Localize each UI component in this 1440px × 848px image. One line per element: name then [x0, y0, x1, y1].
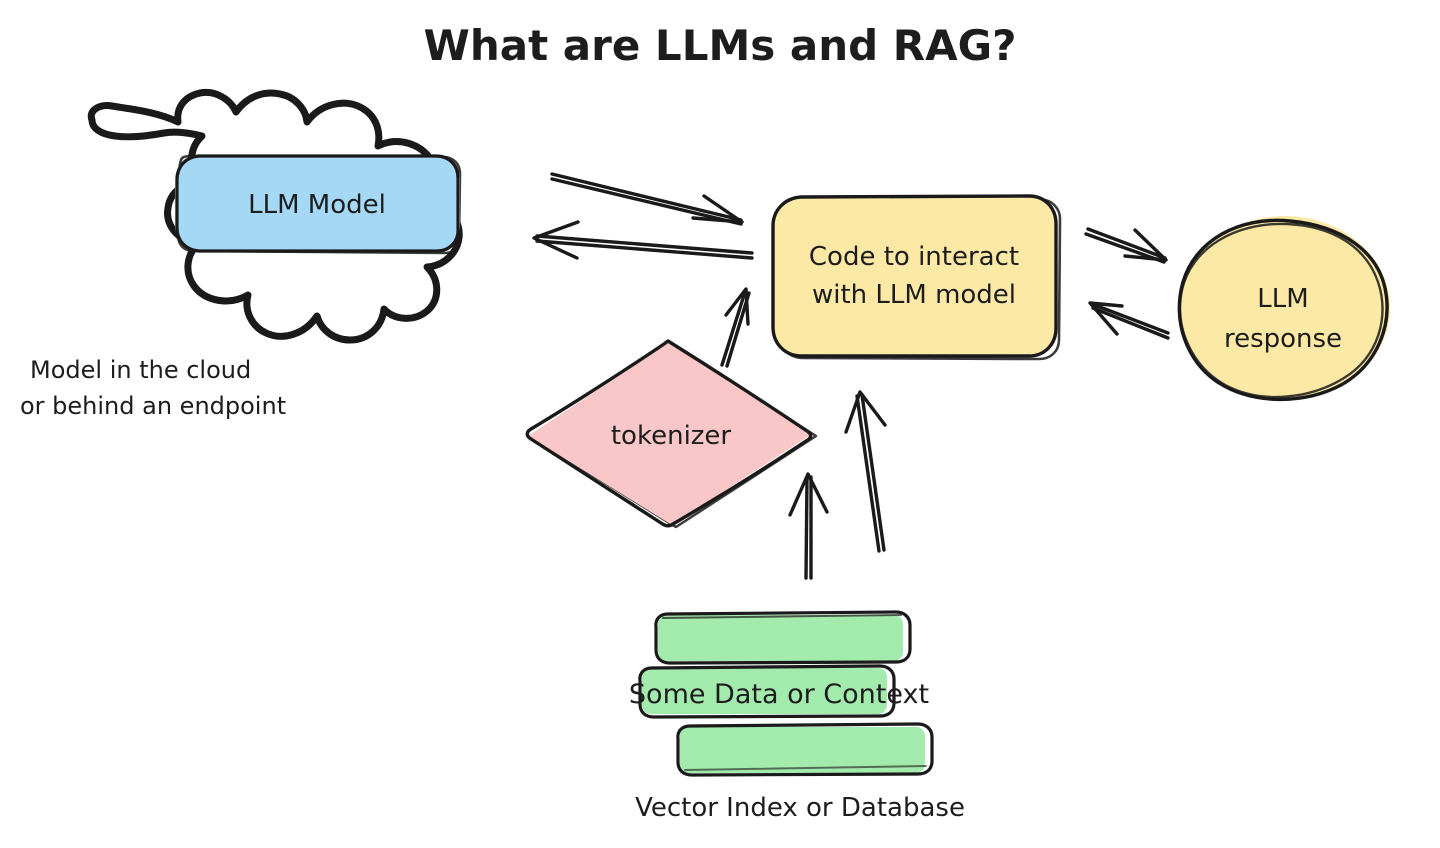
arrow-tokenizer-to-code — [720, 287, 751, 368]
code-interact-fill — [772, 196, 1057, 356]
llm-model-node[interactable]: LLM Model — [175, 154, 462, 255]
data-store-overlay-label: Some Data or Context — [629, 679, 929, 710]
llm-response-label-line1: LLM — [1257, 284, 1308, 314]
arrow-data-to-code — [844, 390, 887, 553]
llm-response-node[interactable]: LLM response — [1177, 216, 1390, 402]
data-store-node[interactable]: Some Data or Context — [629, 610, 934, 777]
arrow-data-to-tokenizer — [788, 472, 829, 580]
cloud-caption-line1: Model in the cloud — [30, 356, 251, 384]
arrow-response-to-code — [1088, 301, 1170, 340]
cloud-caption-line2: or behind an endpoint — [20, 392, 286, 420]
data-store-caption: Vector Index or Database — [635, 793, 965, 823]
arrow-code-to-cloud — [532, 220, 754, 260]
tokenizer-node[interactable]: tokenizer — [525, 339, 818, 529]
tokenizer-label: tokenizer — [611, 421, 732, 451]
llm-response-label-line2: response — [1224, 324, 1342, 354]
code-interact-label-line1: Code to interact — [809, 242, 1019, 272]
llm-model-label: LLM Model — [248, 190, 386, 220]
data-bar-top — [654, 610, 912, 665]
tokenizer-fill — [528, 342, 812, 525]
code-interact-label-line2: with LLM model — [812, 280, 1016, 310]
code-interact-node[interactable]: Code to interact with LLM model — [771, 194, 1062, 361]
page-title: What are LLMs and RAG? — [424, 21, 1017, 70]
data-bar-bottom — [676, 722, 934, 777]
arrow-cloud-to-code — [550, 172, 744, 226]
llm-model-fill — [175, 155, 460, 250]
data-bar-middle — [638, 664, 896, 719]
cloud-caption: Model in the cloud or behind an endpoint — [20, 356, 286, 420]
arrow-code-to-response — [1084, 227, 1168, 264]
llm-response-fill — [1180, 216, 1390, 400]
